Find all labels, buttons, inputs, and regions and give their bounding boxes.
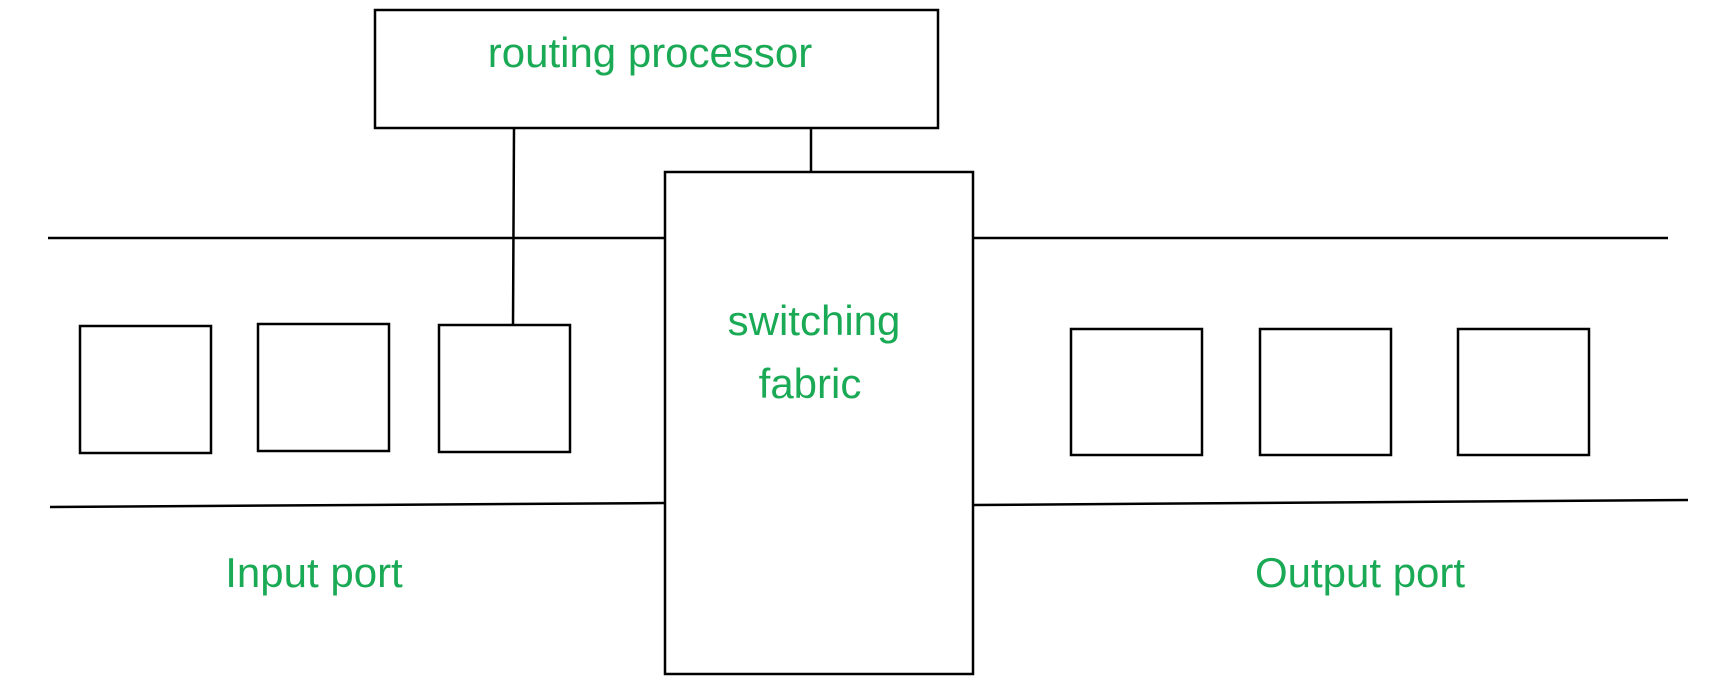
routing-processor-label: routing processor [487,29,813,76]
switching-fabric-label-line2: fabric [758,360,862,407]
processor-to-input-connector [511,127,516,326]
output-buffer-1 [1069,327,1204,457]
input-buffer-3 [437,323,572,454]
output-buffer-3 [1456,327,1591,457]
switching-fabric-label-line1: switching [727,297,901,344]
output-buffer-2 [1258,327,1393,457]
input-port-label: Input port [225,549,403,596]
input-buffer-1 [78,324,213,455]
input-port-bottom-line [49,501,666,509]
switching-fabric-box [663,170,975,676]
output-port-bottom-line [972,498,1689,507]
input-buffer-2 [256,322,391,453]
routing-processor-box [373,8,940,130]
output-port-label: Output port [1254,549,1466,596]
